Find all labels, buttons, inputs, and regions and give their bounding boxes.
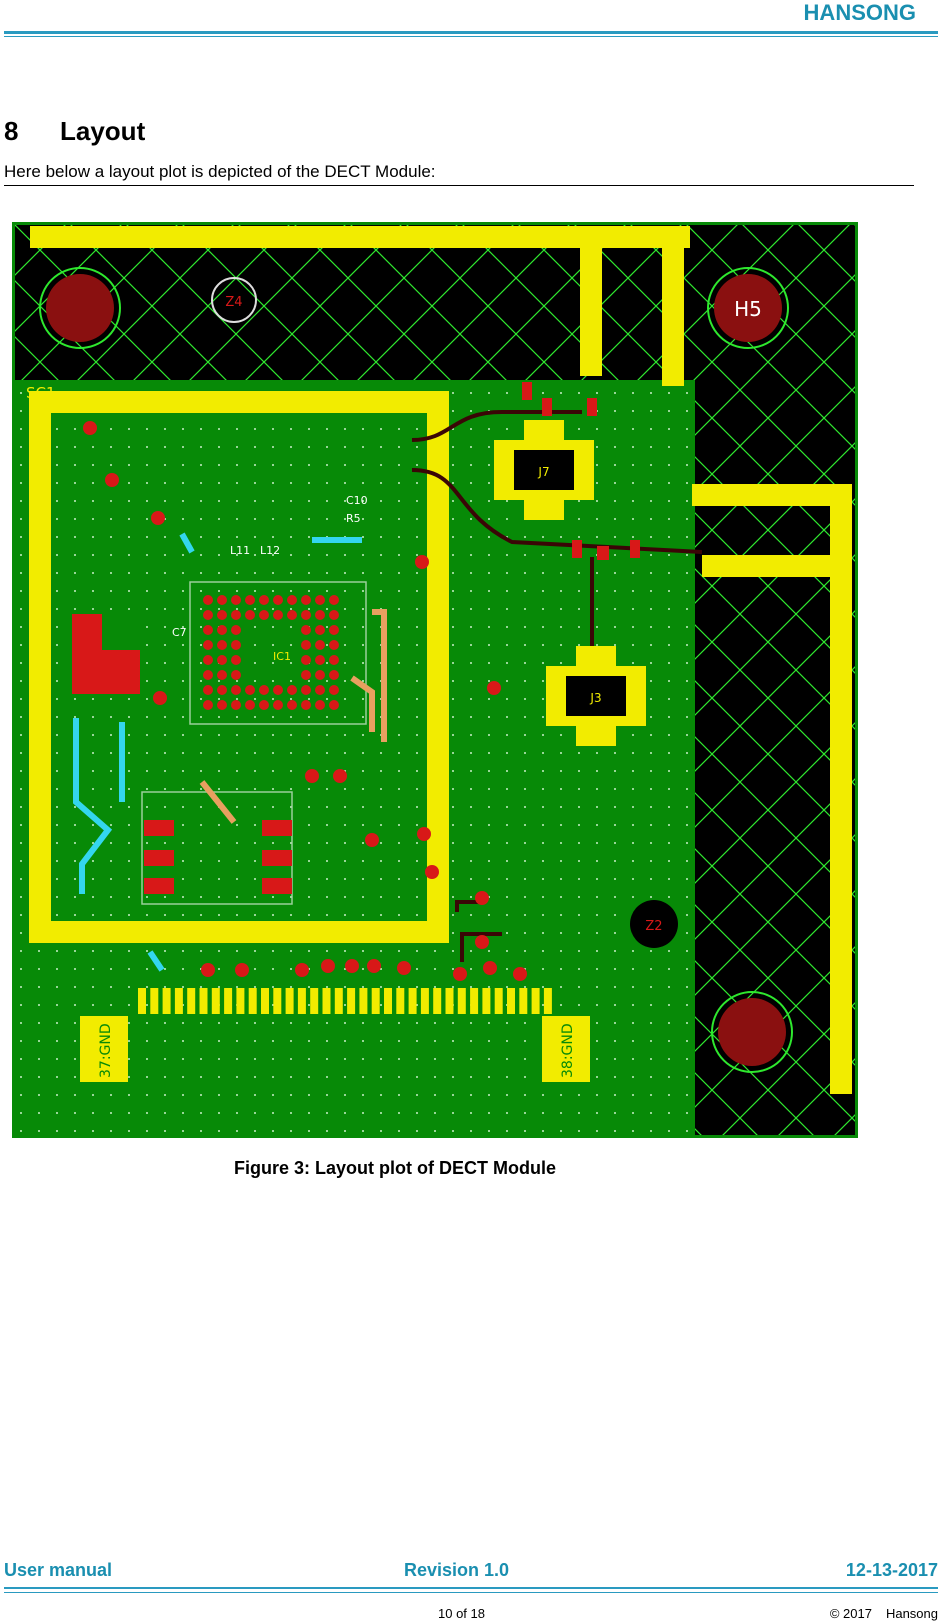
footer-date: 12-13-2017: [845, 1560, 938, 1580]
brand-name: HANSONG: [803, 0, 916, 25]
footer-rule-thin: [4, 1592, 938, 1593]
connector-j3: J3: [546, 646, 646, 746]
cyan-traces: [73, 532, 362, 972]
footer-rule: [4, 1587, 938, 1589]
ic1-footprint: IC1: [189, 581, 367, 725]
component-outline: [141, 791, 293, 905]
figure-caption: Figure 3: Layout plot of DECT Module: [234, 1158, 556, 1178]
ic1-pads: [203, 595, 339, 710]
label-l11: L11: [230, 544, 250, 557]
label-z2: Z2: [645, 919, 662, 934]
label-c7: C7: [172, 626, 187, 639]
section-number: 8: [4, 116, 19, 146]
copyright-year: © 2017: [829, 1606, 872, 1621]
mounting-hole-bottom-right: [711, 991, 793, 1073]
mounting-hole-top-left: [39, 267, 121, 349]
gnd-pad-37: 37:GND: [80, 1016, 128, 1082]
label-z4: Z4: [225, 295, 242, 310]
intro-text: Here below a layout plot is depicted of …: [4, 162, 436, 181]
label-pad37: 37:GND: [98, 1023, 114, 1078]
intro-underline: [4, 185, 914, 186]
label-c10: C10: [346, 494, 368, 507]
inductor-pads: [144, 820, 292, 894]
label-r5: R5: [346, 512, 361, 525]
gnd-pad-38: 38:GND: [542, 1016, 590, 1082]
fiducial-z4: Z4: [211, 277, 257, 323]
antenna-trace-right: [692, 484, 852, 1094]
label-j3: J3: [589, 691, 601, 705]
layout-plot-figure: H5 Z4 Z2 SC1 J7 J3: [12, 222, 858, 1138]
footer-revision: Revision 1.0: [404, 1560, 510, 1580]
label-sc1: SC1: [26, 384, 56, 402]
label-l12: L12: [260, 544, 280, 557]
connector-j7: J7: [494, 420, 594, 520]
fiducial-z2: Z2: [630, 900, 678, 948]
rf-traces: [411, 410, 703, 962]
antenna-trace-top: [30, 226, 690, 386]
section-heading: 8 Layout: [4, 116, 145, 147]
company-name: Hansong: [885, 1606, 938, 1621]
orange-traces: [199, 609, 387, 824]
header-rule: [4, 31, 938, 34]
rf-pads: [522, 382, 640, 560]
footer-copyright: © 2017 Hansong: [816, 1606, 938, 1621]
label-pad38: 38:GND: [560, 1023, 576, 1078]
label-ic1: IC1: [273, 650, 291, 663]
header-rule-thin: [4, 36, 938, 37]
vias: [83, 421, 527, 981]
section-title: Layout: [60, 116, 146, 146]
label-h5: H5: [734, 297, 762, 321]
label-j7: J7: [537, 465, 549, 479]
shield-can-sc1: SC1: [26, 384, 449, 943]
footer-doc-type: User manual: [4, 1560, 113, 1580]
mounting-hole-top-right: H5: [707, 267, 789, 349]
page-number: 10 of 18: [438, 1606, 485, 1621]
edge-connector-fingers: [138, 988, 552, 1014]
